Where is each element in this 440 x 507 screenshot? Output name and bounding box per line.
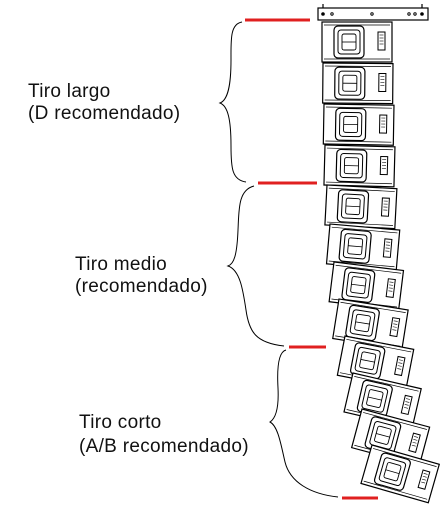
speaker-cabinet [323, 144, 396, 188]
speaker-cabinet [322, 103, 395, 146]
medium-throw-note: (recomendado) [75, 276, 208, 297]
brace-short-throw [269, 349, 339, 498]
speaker-cabinet [324, 184, 398, 230]
speaker-cabinet [322, 62, 394, 105]
long-throw-label: Tiro largo [28, 81, 111, 102]
speaker-cabinet [325, 223, 401, 271]
short-throw-note: (A/B recomendado) [79, 436, 249, 457]
brace-long-throw [218, 21, 247, 183]
speaker-cabinet [321, 21, 393, 63]
medium-throw-label: Tiro medio [75, 254, 167, 275]
rigging-frame [317, 4, 429, 21]
short-throw-label: Tiro corto [79, 412, 162, 433]
speaker-array [321, 21, 440, 504]
speaker-cabinet [360, 444, 440, 504]
long-throw-note: (D recomendado) [28, 103, 180, 124]
brace-medium-throw [226, 185, 285, 347]
